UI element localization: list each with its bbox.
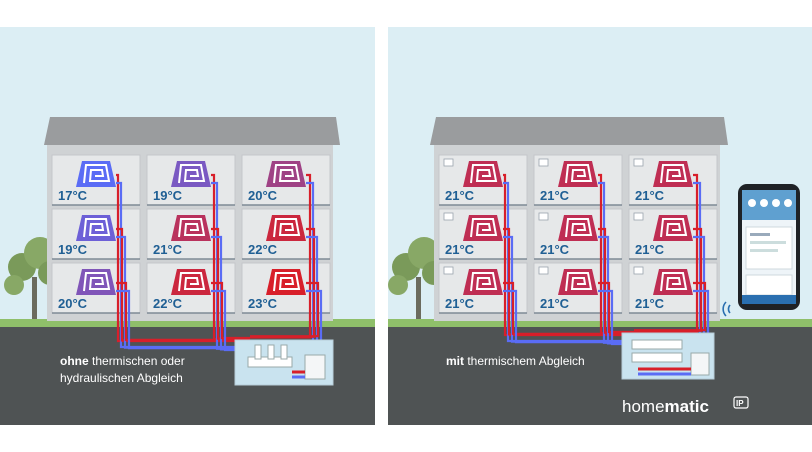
room: 21°C [438, 208, 528, 260]
caption-line-1: mit thermischem Abgleich [446, 354, 585, 368]
room-temperature: 21°C [635, 188, 665, 203]
room-temperature: 21°C [635, 296, 665, 311]
thermostat-icon [443, 158, 454, 167]
room-temperature: 21°C [153, 242, 183, 257]
room-temperature: 20°C [248, 188, 278, 203]
room-temperature: 21°C [445, 296, 475, 311]
room-temperature: 19°C [58, 242, 88, 257]
caption-line-1: ohne thermischen oder [60, 354, 185, 368]
radiator-icon [463, 161, 503, 187]
rooms-grid: 17°C 19°C 20°C 19°C 21°C 22°C 20°C 22°C 23°C [51, 154, 331, 314]
radiator-icon [76, 161, 116, 187]
roof [430, 117, 728, 145]
boiler-icon [304, 354, 326, 380]
pipe [211, 281, 250, 340]
pipe [503, 281, 634, 335]
pipe-icon [503, 173, 710, 347]
radiator-icon [558, 161, 598, 187]
brand-badge [733, 396, 749, 409]
room-temperature: 21°C [540, 188, 570, 203]
room: 23°C [241, 262, 331, 314]
room-temperature: 21°C [540, 296, 570, 311]
room-temperature: 22°C [248, 242, 278, 257]
grass [0, 319, 375, 329]
room: 19°C [146, 154, 236, 206]
room-temperature: 21°C [635, 242, 665, 257]
radiator-icon [266, 269, 306, 295]
radiator-icon [653, 269, 693, 295]
radiator-icon [463, 269, 503, 295]
thermostat-icon [633, 266, 644, 275]
room: 20°C [241, 154, 331, 206]
radiator-icon [76, 215, 116, 241]
pipe [634, 281, 707, 332]
room: 22°C [241, 208, 331, 260]
boiler-icon [690, 352, 710, 376]
pipe [598, 281, 634, 334]
room: 17°C [51, 154, 141, 206]
basement [621, 332, 715, 380]
room-temperature: 21°C [445, 242, 475, 257]
radiator-icon [171, 161, 211, 187]
heating-manifold-icon [631, 339, 683, 363]
room: 21°C [628, 154, 718, 206]
radiator-icon [266, 161, 306, 187]
room: 21°C [438, 154, 528, 206]
heating-manifold-icon [247, 344, 293, 368]
thermostat-icon [633, 212, 644, 221]
radiator-icon [76, 269, 116, 295]
radiator-icon [653, 161, 693, 187]
panel-with-balancing: 21°C 21°C 21°C 21°C 21°C 21°C 21°C 21°C 21°C [388, 27, 812, 425]
roof [44, 117, 340, 145]
basement [234, 339, 334, 386]
ground [388, 327, 812, 425]
room-temperature: 17°C [58, 188, 88, 203]
caption-line-2: hydraulischen Abgleich [60, 371, 183, 385]
thermostat-icon [538, 266, 549, 275]
smartphone-icon [738, 184, 800, 310]
radiator-icon [463, 215, 503, 241]
thermostat-icon [633, 158, 644, 167]
room-temperature: 23°C [248, 296, 278, 311]
pipe [116, 281, 250, 341]
house-diagram-left: 17°C 19°C 20°C 19°C 21°C 22°C 20°C 22°C 23°C ohn… [0, 27, 375, 425]
pipe [503, 289, 634, 344]
pipe [116, 289, 250, 350]
house-diagram-right: 21°C 21°C 21°C 21°C 21°C 21°C 21°C 21°C 21°C [388, 27, 812, 425]
pipe [250, 281, 320, 338]
radiator-icon [558, 269, 598, 295]
thermostat-icon [443, 266, 454, 275]
room: 21°C [628, 262, 718, 314]
brand-logo: homematic [622, 397, 709, 416]
room: 19°C [51, 208, 141, 260]
room-temperature: 22°C [153, 296, 183, 311]
room-temperature: 21°C [540, 242, 570, 257]
thermostat-icon [538, 212, 549, 221]
radiator-icon [171, 269, 211, 295]
panel-without-balancing: 17°C 19°C 20°C 19°C 21°C 22°C 20°C 22°C 23°C ohn… [0, 27, 375, 425]
thermostat-icon [443, 212, 454, 221]
room-temperature: 20°C [58, 296, 88, 311]
wireless-signal-icon [722, 301, 731, 317]
room: 21°C [628, 208, 718, 260]
room-temperature: 19°C [153, 188, 183, 203]
room: 21°C [146, 208, 236, 260]
radiator-icon [558, 215, 598, 241]
radiator-icon [171, 215, 211, 241]
brand-badge-text: IP [736, 399, 744, 408]
room: 21°C [533, 154, 623, 206]
thermostat-icon [538, 158, 549, 167]
rooms-grid: 21°C 21°C 21°C 21°C 21°C 21°C 21°C 21°C 21°C [438, 154, 718, 314]
radiator-icon [266, 215, 306, 241]
radiator-icon [653, 215, 693, 241]
room-temperature: 21°C [445, 188, 475, 203]
